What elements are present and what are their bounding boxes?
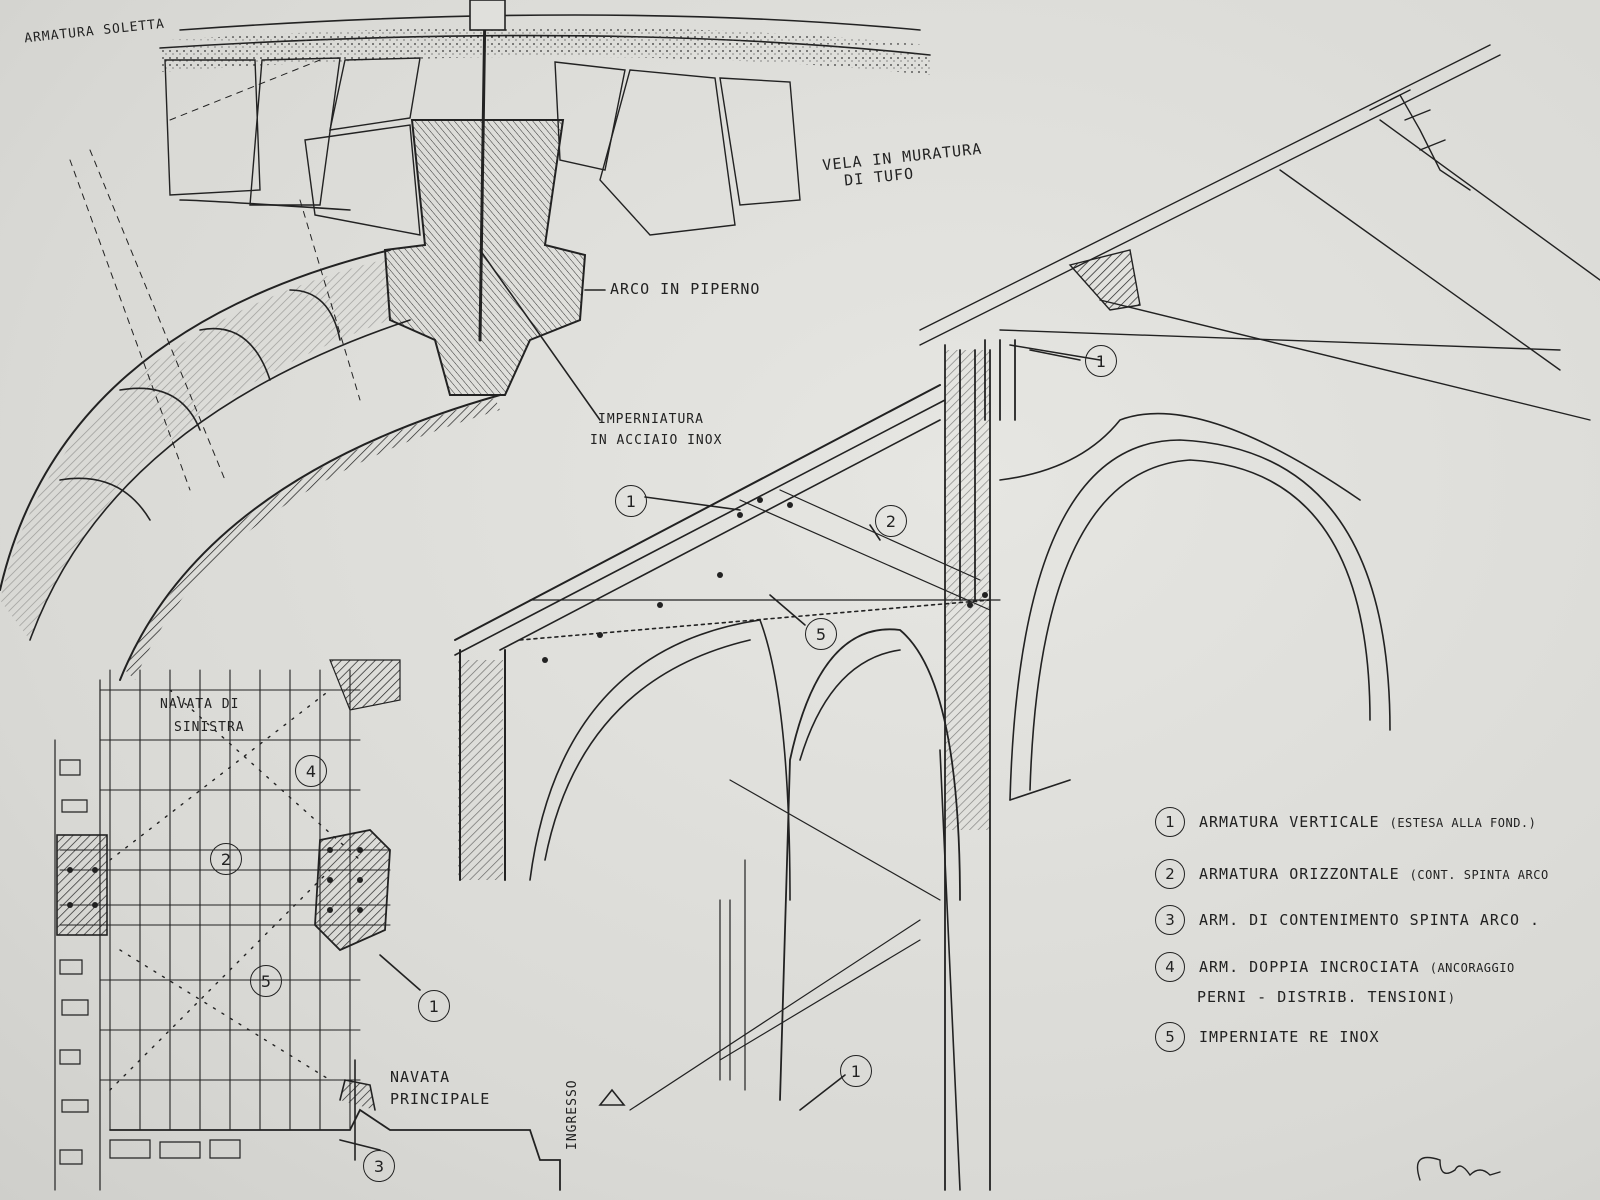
arch-outer — [0, 249, 391, 591]
arch-b — [779, 628, 961, 1101]
legend-text: ARMATURA VERTICALE (ESTESA ALLA FOND.) — [1199, 813, 1537, 831]
label-imperniatura-line1: IMPERNIATURA — [598, 412, 704, 427]
legend-text: ARM. DI CONTENIMENTO SPINTA ARCO . — [1199, 911, 1541, 929]
pier-right — [944, 339, 1016, 1191]
label-navata-principale-line1: NAVATA — [390, 1068, 451, 1086]
legend-number: 1 — [1155, 807, 1185, 837]
callout-1-plan: 1 — [418, 990, 450, 1022]
callout-1-bottom: 1 — [840, 1055, 872, 1087]
legend-text: ARM. DOPPIA INCROCIATA (ANCORAGGIO — [1199, 958, 1515, 976]
callout-4-plan: 4 — [295, 755, 327, 787]
arch-far — [1009, 439, 1391, 801]
callout-3-plan: 3 — [363, 1150, 395, 1182]
callout-1-wall: 1 — [615, 485, 647, 517]
slab-top — [179, 14, 921, 31]
legend-item-2: 2 ARMATURA ORIZZONTALE (CONT. SPINTA ARC… — [1155, 859, 1549, 889]
gravel-layer — [160, 35, 930, 75]
arch-a — [529, 619, 791, 901]
tuff-blocks — [164, 57, 801, 236]
label-imperniatura-line2: IN ACCIAIO INOX — [590, 433, 723, 448]
legend-text: PERNI - DISTRIB. TENSIONI) — [1197, 988, 1456, 1006]
legend-number: 4 — [1155, 952, 1185, 982]
roof — [919, 44, 1600, 421]
signature — [1416, 1156, 1501, 1181]
legend-text: IMPERNIATE RE INOX — [1199, 1028, 1380, 1046]
legend-item-5: 5 IMPERNIATE RE INOX — [1155, 1022, 1380, 1052]
legend-number: 2 — [1155, 859, 1185, 889]
legend-item-3: 3 ARM. DI CONTENIMENTO SPINTA ARCO . — [1155, 905, 1540, 935]
label-ingresso: INGRESSO — [565, 1079, 580, 1150]
callout-1-roof: 1 — [1085, 345, 1117, 377]
label-navata-sinistra-line2: SINISTRA — [174, 720, 245, 735]
arch-mid — [29, 319, 411, 641]
ingresso-arrow — [598, 1088, 626, 1106]
legend-item-4: 4 ARM. DOPPIA INCROCIATA (ANCORAGGIO — [1155, 952, 1515, 982]
plan-pier — [314, 829, 391, 952]
legend-item-4-continued: PERNI - DISTRIB. TENSIONI) — [1197, 988, 1456, 1006]
label-navata-sinistra-line1: NAVATA DI — [160, 697, 240, 712]
arch-inner — [119, 394, 501, 681]
label-arco-piperno: ARCO IN PIPERNO — [610, 280, 761, 298]
callout-5-wall: 5 — [805, 618, 837, 650]
legend-text: ARMATURA ORIZZONTALE (CONT. SPINTA ARCO — [1199, 865, 1549, 883]
plan-grid — [59, 669, 391, 1131]
callout-5-plan: 5 — [250, 965, 282, 997]
legend-number: 3 — [1155, 905, 1185, 935]
label-navata-principale-line2: PRINCIPALE — [390, 1090, 491, 1108]
callout-2-plan: 2 — [210, 843, 242, 875]
legend-item-1: 1 ARMATURA VERTICALE (ESTESA ALLA FOND.) — [1155, 807, 1536, 837]
legend-number: 5 — [1155, 1022, 1185, 1052]
callout-2-wall: 2 — [875, 505, 907, 537]
